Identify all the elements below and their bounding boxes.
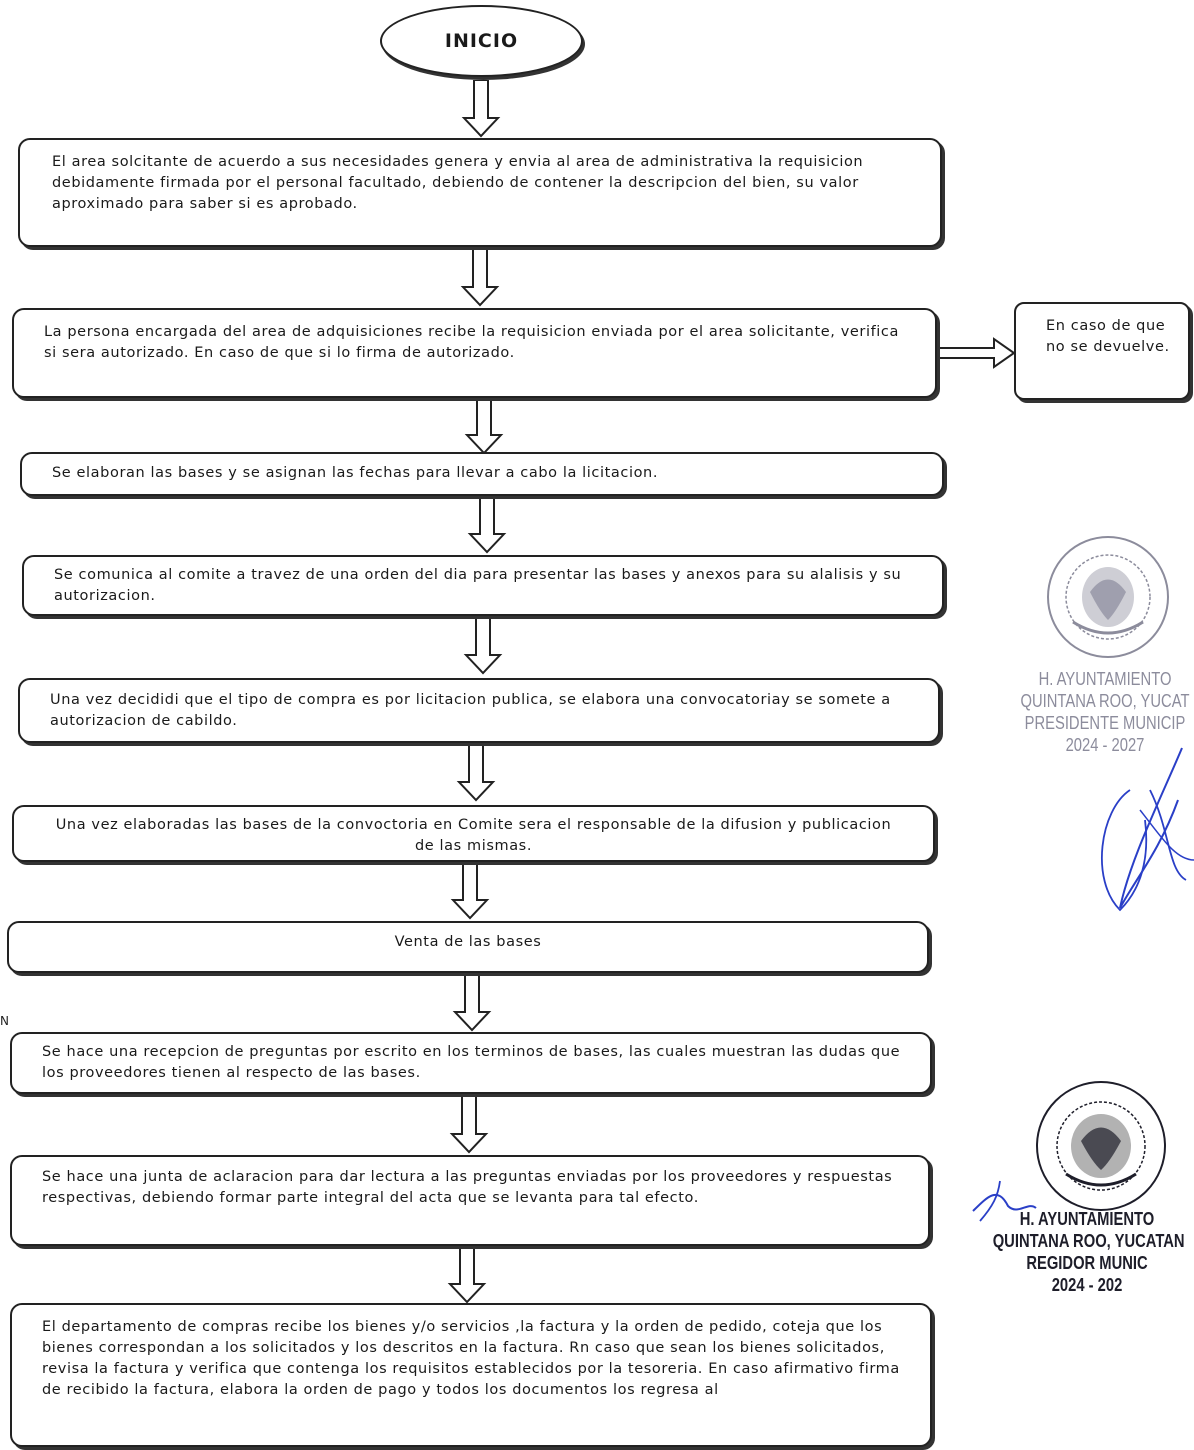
flow-arrow-1 [461,80,501,138]
step-9-text: Se hace una junta de aclaracion para dar… [42,1169,893,1206]
step-6-box: Una vez elaboradas las bases de la convo… [12,805,935,862]
regidor-seal-stamp [1036,1081,1166,1211]
stray-mark: N [0,1014,9,1028]
flow-arrow-3 [464,397,504,455]
step-5-text: Una vez decididi que el tipo de compra e… [50,692,891,729]
regidor-signature [972,1180,1037,1222]
step-2-text: La persona encargada del area de adquisi… [44,324,899,361]
flow-arrow-side [936,337,1016,369]
step-6-text: Una vez elaboradas las bases de la convo… [55,817,892,854]
presidente-signature [1101,747,1194,912]
flow-arrow-10 [447,1246,487,1304]
regidor-stamp-line-4: 2024 - 202 [1051,1275,1123,1295]
step-2-box: La persona encargada del area de adquisi… [12,308,937,398]
flow-arrow-2 [460,249,500,307]
step-1-box: El area solcitante de acuerdo a sus nece… [18,138,942,247]
presidente-seal-stamp [1047,536,1169,658]
step-1-text: El area solcitante de acuerdo a sus nece… [52,154,864,212]
step-7-box: Venta de las bases [7,921,929,973]
presidente-stamp-line-3: PRESIDENTE MUNICIP [1024,713,1186,733]
flow-arrow-9 [449,1096,489,1154]
flow-arrow-6 [456,744,496,802]
step-3-box: Se elaboran las bases y se asignan las f… [20,452,944,496]
presidente-stamp-line-4: 2024 - 2027 [1065,735,1145,755]
step-7-text: Venta de las bases [394,934,542,950]
regidor-stamp-line-3: REGIDOR MUNIC [1026,1253,1148,1273]
start-node: INICIO [380,5,583,77]
step-10-box: El departamento de compras recibe los bi… [10,1303,932,1447]
step-8-box: Se hace una recepcion de preguntas por e… [10,1032,932,1094]
start-label: INICIO [444,30,519,52]
presidente-stamp-line-1: H. AYUNTAMIENTO [1038,669,1172,689]
side-note-box: En caso de que no se devuelve. [1014,302,1190,400]
flow-arrow-7 [450,862,490,920]
regidor-stamp-line-1: H. AYUNTAMIENTO [1019,1209,1155,1229]
side-note-text: En caso de que no se devuelve. [1046,318,1170,355]
step-8-text: Se hace una recepcion de preguntas por e… [42,1044,901,1081]
step-10-text: El departamento de compras recibe los bi… [42,1319,900,1398]
step-4-text: Se comunica al comite a travez de una or… [54,567,902,604]
regidor-stamp-line-2: QUINTANA ROO, YUCATAN [992,1231,1185,1251]
flow-arrow-4 [467,496,507,554]
step-3-text: Se elaboran las bases y se asignan las f… [52,465,659,481]
step-5-box: Una vez decididi que el tipo de compra e… [18,678,940,743]
presidente-stamp-text: H. AYUNTAMIENTO QUINTANA ROO, YUCAT PRES… [1011,668,1194,756]
step-9-box: Se hace una junta de aclaracion para dar… [10,1155,930,1246]
presidente-stamp-line-2: QUINTANA ROO, YUCAT [1020,691,1190,711]
step-4-box: Se comunica al comite a travez de una or… [22,555,944,616]
regidor-stamp-text: H. AYUNTAMIENTO QUINTANA ROO, YUCATAN RE… [992,1208,1185,1296]
flow-arrow-5 [463,617,503,675]
flow-arrow-8 [452,974,492,1032]
